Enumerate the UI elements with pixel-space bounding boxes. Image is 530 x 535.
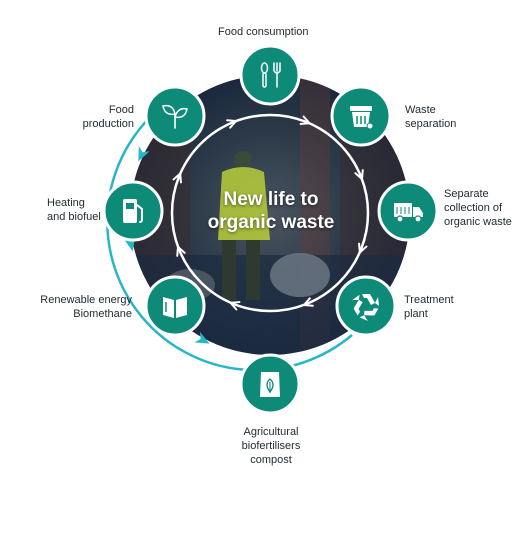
- inner-arrowhead: [358, 242, 368, 254]
- label-renewable-energy: Renewable energy Biomethane: [40, 294, 132, 320]
- step-node-waste-separation: [330, 85, 392, 147]
- inner-arrowhead: [172, 172, 182, 184]
- outer-arrowhead: [138, 146, 150, 162]
- step-node-treatment-plant: [335, 275, 397, 337]
- inner-cycle-ring: [170, 113, 370, 313]
- step-node-agricultural-biofertilisers: [239, 353, 301, 415]
- fuel-pump-icon: [123, 199, 143, 223]
- inner-arrowhead: [354, 169, 364, 181]
- step-node-food-consumption: [239, 44, 301, 106]
- recycle-icon: [352, 294, 379, 321]
- cycle-steps: [102, 44, 439, 415]
- sprout-icon: [162, 104, 188, 129]
- fertiliser-bag-icon: [260, 372, 280, 397]
- inner-arrowhead: [226, 119, 238, 129]
- outer-arrowhead: [194, 331, 210, 344]
- step-node-separate-collection: [377, 180, 439, 242]
- step-node-circle: [144, 275, 206, 337]
- label-heating-biofuel: Heating and biofuel: [47, 197, 101, 223]
- step-node-circle: [335, 275, 397, 337]
- step-node-circle: [239, 44, 301, 106]
- waste-bin-icon: [350, 106, 374, 130]
- garbage-truck-icon: [394, 203, 423, 223]
- diagram-title: New life to organic waste: [207, 189, 335, 233]
- inner-arrowhead: [299, 115, 311, 125]
- inner-arrowhead: [302, 297, 314, 307]
- inner-cycle-arrows: [172, 115, 368, 311]
- label-food-consumption: Food consumption: [218, 26, 309, 38]
- label-agricultural-biofertilisers: Agricultural biofertilisers compost: [241, 426, 301, 466]
- label-waste-separation: Waste separation: [405, 104, 457, 130]
- step-node-food-production: [144, 85, 206, 147]
- step-node-renewable-energy: [144, 275, 206, 337]
- label-food-production: Food production: [82, 104, 134, 130]
- inner-arrowhead: [229, 301, 241, 311]
- inner-arrowhead: [176, 245, 186, 257]
- label-separate-collection: Separate collection of organic waste: [444, 188, 512, 228]
- step-node-heating-biofuel: [102, 180, 164, 242]
- label-treatment-plant: Treatment plant: [404, 294, 454, 320]
- cutlery-icon: [260, 62, 281, 88]
- energy-book-icon: [163, 297, 187, 318]
